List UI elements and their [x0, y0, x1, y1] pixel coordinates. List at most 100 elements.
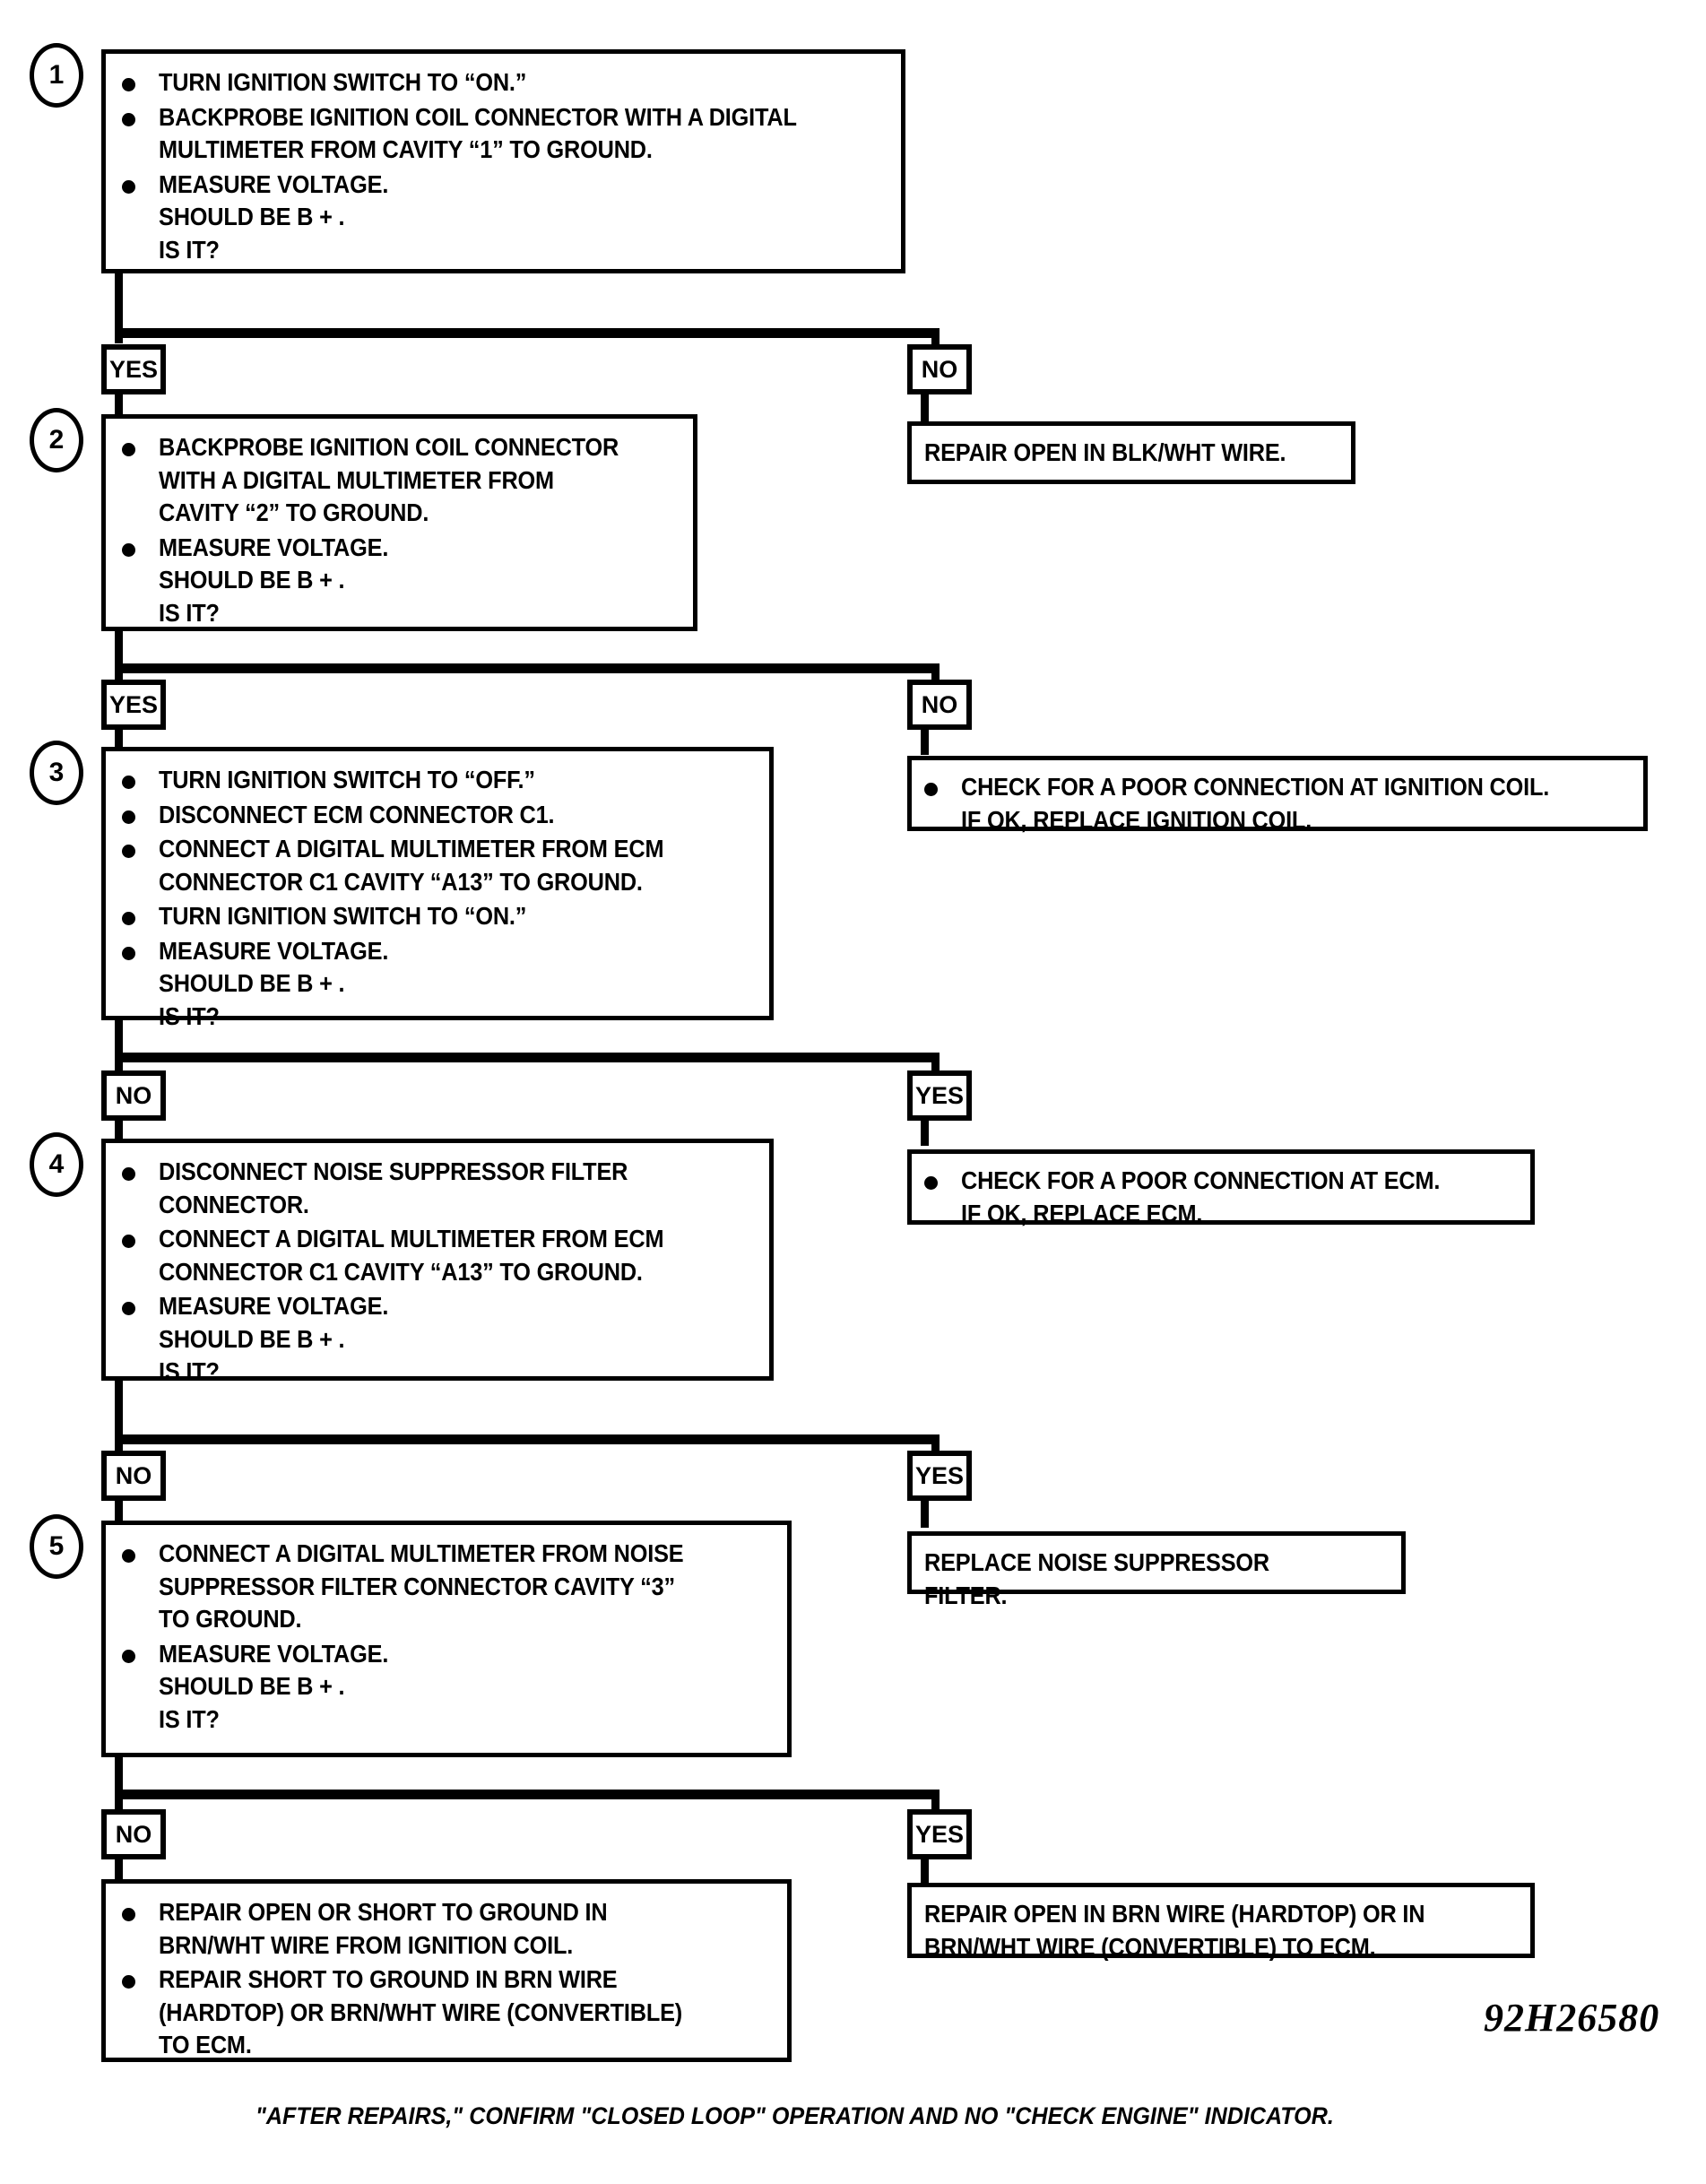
bullet-dot	[122, 1235, 135, 1249]
branch-label: YES	[108, 690, 159, 718]
bullet-item: CONNECT A DIGITAL MULTIMETER FROM NOISE …	[122, 1538, 778, 1636]
branch-yes-2: YES	[101, 680, 166, 730]
result-poor-connection-ecm-box: CHECK FOR A POOR CONNECTION AT ECM. IF O…	[907, 1149, 1535, 1227]
bullet-dot	[122, 1549, 135, 1563]
bullet-item: BACKPROBE IGNITION COIL CONNECTOR WITH A…	[122, 431, 684, 530]
bullet-dot	[122, 542, 135, 557]
bullet-item: MEASURE VOLTAGE. SHOULD BE B + . IS IT?	[122, 935, 760, 1034]
branch-right-4: YES	[907, 1451, 972, 1501]
result-2-content: CHECK FOR A POOR CONNECTION AT IGNITION …	[912, 760, 1643, 845]
connector-step2-across	[115, 663, 940, 673]
branch-left-4: NO	[101, 1451, 166, 1501]
connector-yes1-to-step2	[115, 393, 123, 416]
bullet-item: CONNECT A DIGITAL MULTIMETER FROM ECM CO…	[122, 833, 760, 898]
bullet-dot	[122, 810, 135, 824]
drawing-number: 92H26580	[1484, 1996, 1660, 2040]
bullet-item: TURN IGNITION SWITCH TO “ON.”	[122, 900, 760, 933]
step-3-line-4: MEASURE VOLTAGE. SHOULD BE B + . IS IT?	[159, 936, 389, 1030]
branch-label: NO	[921, 690, 958, 718]
step-4-number: 4	[30, 1132, 83, 1197]
bullet-dot	[924, 1176, 938, 1190]
bullet-item: REPAIR OPEN OR SHORT TO GROUND IN BRN/WH…	[122, 1896, 778, 1962]
step-number-label: 1	[48, 60, 65, 90]
bullet-item: TURN IGNITION SWITCH TO “OFF.”	[122, 764, 760, 797]
connector-no4-to-step5	[115, 1499, 123, 1522]
bullet-item: DISCONNECT NOISE SUPPRESSOR FILTER CONNE…	[122, 1156, 760, 1221]
step-1-line-0: TURN IGNITION SWITCH TO “ON.”	[159, 68, 527, 96]
step-3-line-3: TURN IGNITION SWITCH TO “ON.”	[159, 902, 527, 931]
final-repair-left-box: REPAIR OPEN OR SHORT TO GROUND IN BRN/WH…	[101, 1879, 792, 2062]
bullet-dot	[122, 946, 135, 960]
result-4-content: REPLACE NOISE SUPPRESSOR FILTER.	[912, 1536, 1401, 1623]
connector-no5-to-final	[115, 1858, 123, 1881]
bullet-item: MEASURE VOLTAGE. SHOULD BE B + . IS IT?	[122, 169, 892, 267]
branch-yes-1: YES	[101, 344, 166, 394]
step-4-content: DISCONNECT NOISE SUPPRESSOR FILTER CONNE…	[106, 1143, 769, 1400]
connector-yes3-to-result	[921, 1119, 929, 1146]
final-repair-right-box: REPAIR OPEN IN BRN WIRE (HARDTOP) OR IN …	[907, 1883, 1535, 1961]
bullet-item: BACKPROBE IGNITION COIL CONNECTOR WITH A…	[122, 101, 892, 167]
step-2-content: BACKPROBE IGNITION COIL CONNECTOR WITH A…	[106, 419, 693, 640]
step-1-line-1: BACKPROBE IGNITION COIL CONNECTOR WITH A…	[159, 102, 797, 164]
step-5-content: CONNECT A DIGITAL MULTIMETER FROM NOISE …	[106, 1525, 787, 1746]
connector-no2-to-result	[921, 728, 929, 755]
step-5-box: CONNECT A DIGITAL MULTIMETER FROM NOISE …	[101, 1521, 792, 1757]
connector-step1-right-down	[931, 328, 940, 348]
step-1-number: 1	[30, 43, 83, 108]
result-1-text: REPAIR OPEN IN BLK/WHT WIRE.	[924, 438, 1286, 466]
bullet-dot	[122, 912, 135, 926]
step-3-line-1: DISCONNECT ECM CONNECTOR C1.	[159, 800, 555, 828]
bullet-dot	[122, 179, 135, 194]
branch-yes-3: YES	[907, 1070, 972, 1121]
connector-step3-across	[115, 1053, 940, 1062]
step-4-line-0: DISCONNECT NOISE SUPPRESSOR FILTER CONNE…	[159, 1157, 628, 1218]
branch-label: YES	[914, 1461, 965, 1489]
step-number-label: 2	[48, 425, 65, 455]
result-4-text: REPLACE NOISE SUPPRESSOR FILTER.	[924, 1548, 1270, 1609]
step-number-label: 5	[48, 1531, 65, 1561]
branch-label: NO	[115, 1461, 152, 1489]
footer-note: "AFTER REPAIRS," CONFIRM "CLOSED LOOP" O…	[255, 2102, 1334, 2129]
step-3-content: TURN IGNITION SWITCH TO “OFF.” DISCONNEC…	[106, 751, 769, 1044]
step-2-number: 2	[30, 408, 83, 472]
bullet-dot	[122, 1167, 135, 1181]
bullet-item: REPAIR SHORT TO GROUND IN BRN WIRE (HARD…	[122, 1963, 778, 2062]
step-4-line-1: CONNECT A DIGITAL MULTIMETER FROM ECM CO…	[159, 1225, 664, 1286]
result-2-text: CHECK FOR A POOR CONNECTION AT IGNITION …	[961, 773, 1550, 834]
bullet-dot	[122, 1908, 135, 1921]
bullet-dot	[122, 112, 135, 126]
bullet-dot	[122, 1649, 135, 1663]
step-number-label: 4	[48, 1149, 65, 1179]
branch-label: YES	[914, 1081, 965, 1109]
final-left-line-0: REPAIR OPEN OR SHORT TO GROUND IN BRN/WH…	[159, 1898, 608, 1959]
connector-step5-right-down	[931, 1790, 940, 1813]
branch-left-5: NO	[101, 1809, 166, 1859]
bullet-item: MEASURE VOLTAGE. SHOULD BE B + . IS IT?	[122, 1638, 778, 1737]
result-3-content: CHECK FOR A POOR CONNECTION AT ECM. IF O…	[912, 1154, 1530, 1239]
connector-step5-across	[115, 1790, 940, 1799]
step-1-box: TURN IGNITION SWITCH TO “ON.” BACKPROBE …	[101, 49, 905, 273]
text-item: REPAIR OPEN IN BRN WIRE (HARDTOP) OR IN …	[924, 1898, 1521, 1963]
result-poor-connection-coil-box: CHECK FOR A POOR CONNECTION AT IGNITION …	[907, 756, 1648, 834]
bullet-dot	[122, 1302, 135, 1316]
bullet-dot	[924, 783, 938, 796]
step-number-label: 3	[48, 758, 65, 787]
step-3-number: 3	[30, 741, 83, 805]
connector-yes4-to-result	[921, 1499, 929, 1528]
final-left-line-1: REPAIR SHORT TO GROUND IN BRN WIRE (HARD…	[159, 1965, 683, 2059]
step-3-line-2: CONNECT A DIGITAL MULTIMETER FROM ECM CO…	[159, 835, 664, 896]
step-1-content: TURN IGNITION SWITCH TO “ON.” BACKPROBE …	[106, 54, 901, 277]
bullet-item: MEASURE VOLTAGE. SHOULD BE B + . IS IT?	[122, 1290, 760, 1389]
connector-step3-right-down	[931, 1053, 940, 1074]
step-2-line-1: MEASURE VOLTAGE. SHOULD BE B + . IS IT?	[159, 533, 389, 627]
bullet-item: CONNECT A DIGITAL MULTIMETER FROM ECM CO…	[122, 1223, 760, 1288]
result-3-text: CHECK FOR A POOR CONNECTION AT ECM. IF O…	[961, 1166, 1441, 1227]
result-5-text: REPAIR OPEN IN BRN WIRE (HARDTOP) OR IN …	[924, 1900, 1425, 1961]
text-item: REPLACE NOISE SUPPRESSOR FILTER.	[924, 1547, 1392, 1612]
bullet-dot	[122, 776, 135, 789]
connector-no1-to-result	[921, 393, 929, 425]
step-5-line-1: MEASURE VOLTAGE. SHOULD BE B + . IS IT?	[159, 1639, 389, 1733]
branch-label: NO	[921, 355, 958, 383]
branch-no-2: NO	[907, 680, 972, 730]
connector-step2-right-down	[931, 663, 940, 683]
